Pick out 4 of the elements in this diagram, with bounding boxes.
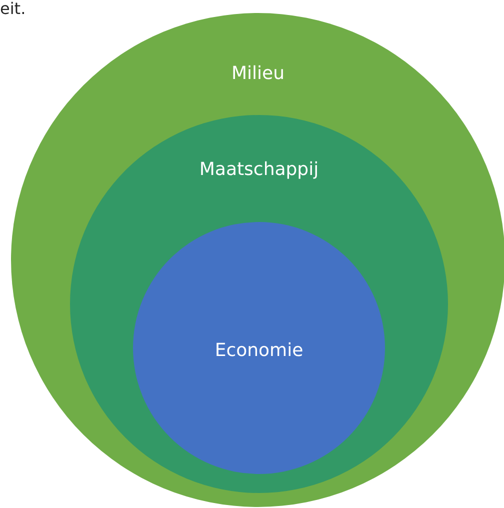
circle-label: Milieu	[231, 63, 284, 84]
circle-label: Maatschappij	[199, 159, 319, 180]
text-fragment: eit.	[0, 0, 26, 18]
circle-label: Economie	[214, 340, 304, 361]
